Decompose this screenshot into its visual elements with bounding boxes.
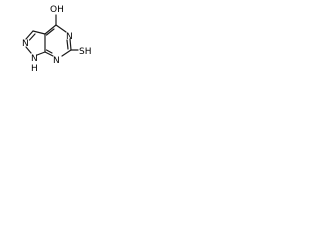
bond-n1-c7a [36,51,46,56]
bond-c4-c3a [44,24,57,35]
molecule-structure: OH N SH N N N H [22,5,91,74]
label-oh: OH [50,5,64,15]
label-n7: N [53,56,60,66]
label-h: H [31,64,38,74]
bonds [25,14,79,57]
label-n1: N [31,54,38,64]
bond-c4-n5 [55,24,67,33]
label-n5: N [66,32,73,42]
label-sh: SH [79,47,91,57]
bond-n7-c7a-inner [45,49,53,54]
bond-c3a-c3 [32,30,46,35]
bond-n7-c7a [44,51,54,57]
bond-n2-n1 [25,46,32,54]
bond-n5-c6-inner [66,39,69,50]
bond-n5-c6 [69,38,72,51]
bond-c3-n2-inner [28,33,36,41]
bond-c6-n7 [61,49,72,57]
label-n2: N [22,39,29,49]
bond-c3-n2 [25,30,34,40]
bond-c4-c3a-inner [45,28,55,36]
atom-labels: OH N SH N N N H [22,5,91,74]
